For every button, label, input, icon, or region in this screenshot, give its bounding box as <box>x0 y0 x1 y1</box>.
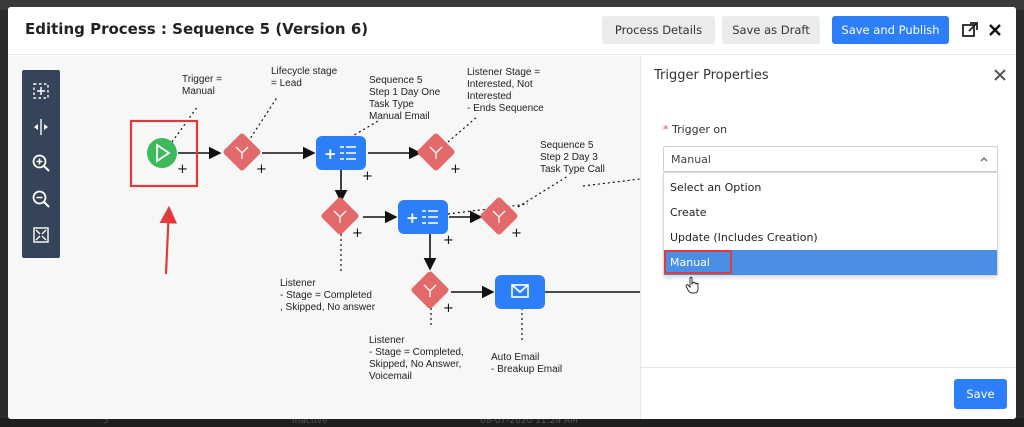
gateway-node-3: + <box>321 197 363 241</box>
gateway-node-2: + <box>417 133 461 177</box>
option-create[interactable]: Create <box>670 206 707 219</box>
note-lifecycle: Lifecycle stage = Lead <box>271 66 338 89</box>
svg-text:+: + <box>406 209 419 227</box>
process-details-button[interactable]: Process Details <box>602 16 715 44</box>
trigger-highlight-box <box>129 119 199 188</box>
svg-text:+: + <box>362 169 373 184</box>
note-listener-2: Listener - Stage = Completed , Skipped, … <box>280 278 376 313</box>
flow-diagram: + + + + + + <box>129 95 640 341</box>
hand-cursor-icon <box>685 276 699 294</box>
edit-process-modal: Editing Process : Sequence 5 (Version 6)… <box>8 7 1016 419</box>
gateway-node-5: + <box>411 271 454 316</box>
option-manual[interactable]: Manual <box>664 250 997 275</box>
trigger-on-select[interactable]: Manual <box>663 146 998 172</box>
trigger-node: + <box>147 138 188 177</box>
zoom-in-icon[interactable] <box>31 153 51 173</box>
backdrop-top <box>0 0 1024 10</box>
chevron-up-icon <box>980 157 988 162</box>
gateway-node-4: + <box>480 197 522 241</box>
backdrop-table-row: 5 Inactive 08-07-2020 11:24 AM <box>0 416 1024 427</box>
svg-text:+: + <box>511 226 522 241</box>
panel-title: Trigger Properties <box>654 68 769 83</box>
backdrop-row-status: Inactive <box>292 416 328 426</box>
select-value: Manual <box>671 153 711 166</box>
backdrop-row-date: 08-07-2020 11:24 AM <box>480 416 578 426</box>
select-area-icon[interactable] <box>31 81 51 101</box>
process-canvas[interactable]: + + + + + + <box>8 56 640 419</box>
required-mark: * <box>663 123 669 136</box>
page-title: Editing Process : Sequence 5 (Version 6) <box>25 20 369 38</box>
note-trigger: Trigger = Manual <box>182 74 222 97</box>
email-node <box>495 275 545 309</box>
trigger-on-label: * Trigger on <box>663 123 727 136</box>
trigger-properties-panel: Trigger Properties * Trigger on Manual S… <box>640 56 1016 419</box>
svg-text:+: + <box>256 162 267 177</box>
save-and-publish-button[interactable]: Save and Publish <box>832 16 949 44</box>
save-as-draft-button[interactable]: Save as Draft <box>722 16 820 44</box>
task-node-1: + + <box>316 136 373 184</box>
save-button[interactable]: Save <box>954 379 1007 409</box>
task-node-2: + + <box>398 200 454 248</box>
note-listener-stage-1: Listener Stage = Interested, Not Interes… <box>467 67 544 114</box>
trigger-on-dropdown: Select an Option Create Update (Includes… <box>663 172 998 276</box>
close-icon[interactable] <box>986 21 1004 39</box>
canvas-toolbar <box>22 70 60 258</box>
option-update[interactable]: Update (Includes Creation) <box>670 231 818 244</box>
svg-text:+: + <box>324 145 337 163</box>
annotation-arrow <box>159 205 178 275</box>
note-listener-3: Listener - Stage = Completed, Skipped, N… <box>369 335 464 382</box>
panel-footer-divider <box>641 367 1016 368</box>
note-sequence-step-2: Sequence 5 Step 2 Day 3 Task Type Call <box>540 140 605 175</box>
option-select[interactable]: Select an Option <box>670 181 762 194</box>
trigger-on-label-text: Trigger on <box>672 123 728 136</box>
option-manual-label: Manual <box>670 256 710 269</box>
external-link-icon[interactable] <box>961 21 979 39</box>
panel-close-icon[interactable] <box>993 68 1007 82</box>
note-auto-email: Auto Email - Breakup Email <box>491 352 563 375</box>
svg-text:+: + <box>443 233 454 248</box>
svg-text:+: + <box>177 162 188 177</box>
note-sequence-step-1: Sequence 5 Step 1 Day One Task Type Manu… <box>369 75 441 122</box>
split-view-icon[interactable] <box>31 117 51 137</box>
svg-text:+: + <box>352 226 363 241</box>
gateway-node-1: + <box>223 133 267 177</box>
fit-screen-icon[interactable] <box>31 225 51 245</box>
modal-header: Editing Process : Sequence 5 (Version 6)… <box>8 7 1016 55</box>
manual-highlight-box <box>664 250 732 274</box>
zoom-out-icon[interactable] <box>31 189 51 209</box>
backdrop-row-number: 5 <box>103 416 109 426</box>
svg-text:+: + <box>450 162 461 177</box>
svg-text:+: + <box>443 301 454 316</box>
